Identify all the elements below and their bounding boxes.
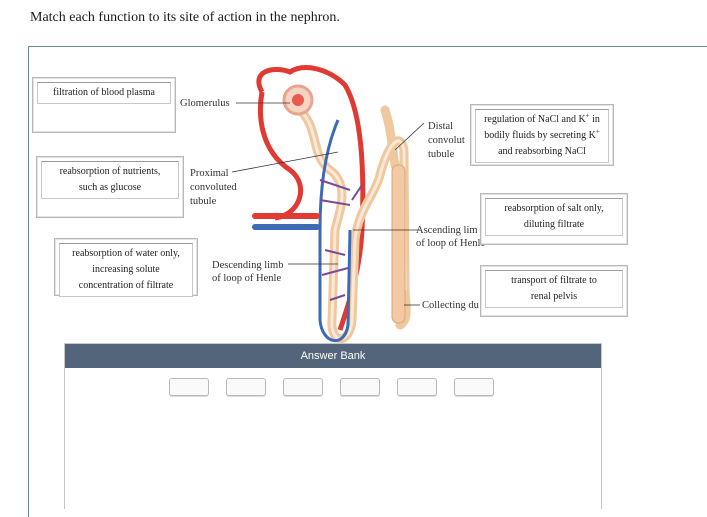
card-water[interactable]: reabsorption of water only, increasing s… xyxy=(54,238,198,297)
renal-vein-branch xyxy=(252,224,320,230)
card-regulation-line-2-main: bodily fluids by secreting K xyxy=(484,130,596,141)
card-regulation-line-1-tail: in xyxy=(589,114,600,125)
label-distal-2: convolut xyxy=(428,135,465,146)
label-distal-1: Distal xyxy=(428,121,454,132)
card-nutrients-text: reabsorption of nutrients, such as gluco… xyxy=(41,161,179,199)
label-proximal-3: tubule xyxy=(190,196,217,207)
superscript-plus-2: + xyxy=(595,127,600,136)
answer-bank-slot[interactable] xyxy=(454,378,494,396)
card-nutrients[interactable]: reabsorption of nutrients, such as gluco… xyxy=(36,156,184,218)
card-water-text: reabsorption of water only, increasing s… xyxy=(59,243,193,297)
card-transport-text: transport of filtrate to renal pelvis xyxy=(485,270,623,308)
card-salt-line-2: diluting filtrate xyxy=(523,219,585,230)
peritubular-vein xyxy=(318,119,352,343)
card-salt-text: reabsorption of salt only, diluting filt… xyxy=(485,198,623,236)
card-filtration-line: filtration of blood plasma xyxy=(53,87,155,98)
renal-artery-branch xyxy=(252,213,320,219)
label-descending-1: Descending limb xyxy=(212,260,284,271)
card-water-line-3: concentration of filtrate xyxy=(78,280,174,291)
card-salt-line-1: reabsorption of salt only, xyxy=(504,203,604,214)
answer-bank: Answer Bank xyxy=(64,343,602,509)
capillary-network xyxy=(319,179,363,301)
answer-bank-slot[interactable] xyxy=(397,378,437,396)
card-regulation-line-1: regulation of NaCl and K+ in xyxy=(480,112,604,128)
card-filtration[interactable]: filtration of blood plasma xyxy=(32,77,176,133)
label-descending-2: of loop of Henle xyxy=(212,273,282,284)
card-regulation-text: regulation of NaCl and K+ in bodily flui… xyxy=(475,109,609,163)
question-text: Match each function to its site of actio… xyxy=(30,10,340,25)
collecting-duct xyxy=(391,164,406,324)
label-collecting: Collecting du xyxy=(422,300,479,311)
label-ascending-1: Ascending lim xyxy=(416,225,478,236)
card-regulation-line-1-main: regulation of NaCl and K xyxy=(484,114,586,125)
card-transport-line-1: transport of filtrate to xyxy=(511,275,597,286)
answer-bank-slot[interactable] xyxy=(226,378,266,396)
card-regulation-line-2: bodily fluids by secreting K+ xyxy=(480,128,604,144)
label-ascending-2: of loop of Henle xyxy=(416,238,486,249)
card-regulation-line-3: and reabsorbing NaCl xyxy=(498,146,586,157)
distal-leader-line xyxy=(394,122,425,151)
card-transport[interactable]: transport of filtrate to renal pelvis xyxy=(480,265,628,317)
card-nutrients-line-1: reabsorption of nutrients, xyxy=(59,166,161,177)
card-transport-line-2: renal pelvis xyxy=(530,291,578,302)
answer-bank-title: Answer Bank xyxy=(65,344,601,368)
answer-bank-slot[interactable] xyxy=(340,378,380,396)
answer-bank-slot[interactable] xyxy=(283,378,323,396)
label-proximal-1: Proximal xyxy=(190,168,229,179)
card-nutrients-line-2: such as glucose xyxy=(78,182,142,193)
proximal-leader-line xyxy=(231,151,339,173)
answer-bank-slot[interactable] xyxy=(169,378,209,396)
label-distal-3: tubule xyxy=(428,149,455,160)
card-regulation[interactable]: regulation of NaCl and K+ in bodily flui… xyxy=(470,104,614,166)
label-glomerulus: Glomerulus xyxy=(180,98,230,109)
afferent-arteriole xyxy=(257,91,304,221)
card-salt[interactable]: reabsorption of salt only, diluting filt… xyxy=(480,193,628,245)
label-proximal-2: convoluted xyxy=(190,182,237,193)
glomerulus-core xyxy=(292,94,304,106)
superscript-plus-1: + xyxy=(585,111,590,120)
card-water-line-1: reabsorption of water only, xyxy=(72,248,180,259)
card-filtration-text: filtration of blood plasma xyxy=(37,82,171,104)
card-water-line-2: increasing solute xyxy=(92,264,160,275)
